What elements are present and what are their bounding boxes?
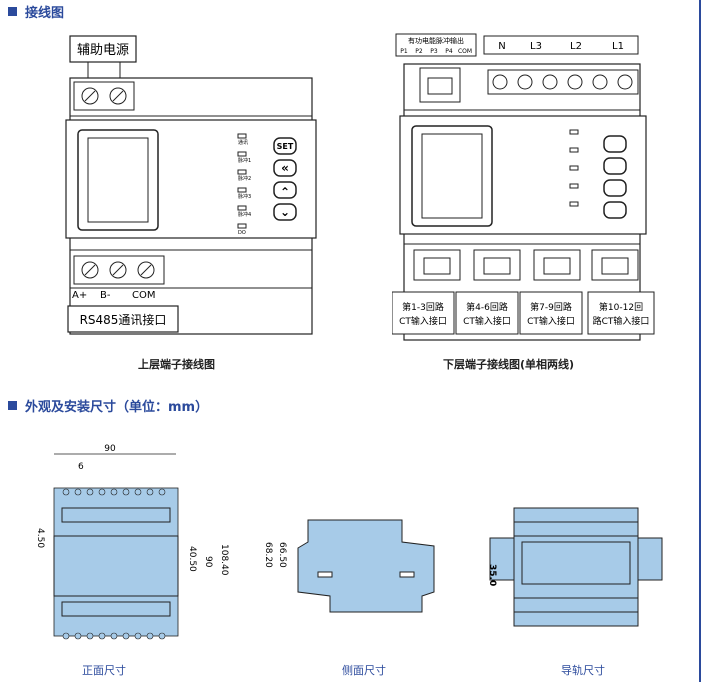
- rs485-term-com: COM: [132, 290, 155, 301]
- up-button-label: ⌃: [280, 185, 290, 199]
- ct-port-label: 第7-9回路: [530, 301, 572, 313]
- dims-section-title: 外观及安装尺寸（单位：mm）: [8, 396, 208, 415]
- dim-right2: 108.40: [219, 544, 229, 576]
- dim-mid: 40.50: [187, 546, 197, 572]
- voltage-term-l2: L2: [570, 41, 582, 52]
- ct-port-label: 路CT输入接口: [593, 315, 650, 327]
- voltage-term-l1: L1: [612, 41, 624, 52]
- indicator-label: 脉冲2: [238, 175, 251, 182]
- ct-port-label: CT输入接口: [399, 315, 447, 327]
- ct-port-label: 第10-12回: [599, 301, 643, 313]
- lower-wiring-diagram: 有功电能脉冲输出 P1 P2 P3 P4 COM N L3 L2 L1: [392, 33, 655, 341]
- down-button-label: ⌄: [280, 205, 290, 219]
- indicator-label: 脉冲4: [238, 211, 251, 218]
- dim-left: 4.50: [35, 528, 45, 548]
- upper-wiring-diagram: 辅助电源 通讯 脉冲1 脉冲2 脉冲3 脉冲4 DO SET « ⌃ ⌄ A+ …: [65, 35, 317, 335]
- dims-title-text: 外观及安装尺寸（单位：mm）: [25, 400, 209, 415]
- ct-port-label: 第1-3回路: [402, 301, 444, 313]
- ct-port-label: 第4-6回路: [466, 301, 508, 313]
- dim-h2: 66.50: [277, 542, 287, 568]
- indicator-label: 脉冲3: [238, 193, 251, 200]
- side-dimension-drawing: 68.20 66.50: [263, 519, 435, 613]
- section-marker-icon: [8, 7, 17, 16]
- indicator-label: DO: [238, 230, 246, 236]
- rs485-term-a: A+: [72, 290, 87, 301]
- front-dimension-drawing: 90 6 4.50 40.50 90 108.40: [35, 444, 229, 640]
- lower-caption: 下层端子接线图(单相两线): [443, 358, 575, 371]
- rs485-label: RS485通讯接口: [80, 312, 167, 327]
- pulse-term: P4: [445, 48, 453, 55]
- rail-dimension-drawing: 35.0: [487, 507, 663, 627]
- dim-right1: 90: [203, 556, 213, 568]
- dim-width: 90: [104, 444, 116, 454]
- set-button-label: SET: [277, 142, 294, 151]
- pulse-term: P1: [400, 48, 408, 55]
- pulse-out-label: 有功电能脉冲输出: [408, 36, 464, 45]
- pulse-term: P2: [415, 48, 423, 55]
- wiring-title-text: 接线图: [25, 6, 65, 21]
- page-edge-bar: [699, 0, 701, 682]
- wiring-section-title: 接线图: [8, 2, 64, 21]
- side-caption: 侧面尺寸: [342, 664, 386, 677]
- voltage-term-l3: L3: [530, 41, 542, 52]
- aux-power-label: 辅助电源: [77, 43, 129, 58]
- section-marker-icon: [8, 401, 17, 410]
- rail-caption: 导轨尺寸: [561, 664, 605, 677]
- dim-small: 6: [78, 462, 84, 472]
- left-button-label: «: [281, 161, 289, 175]
- pulse-term: COM: [458, 48, 472, 55]
- ct-port-label: CT输入接口: [463, 315, 511, 327]
- indicator-label: 通讯: [238, 139, 248, 146]
- dim-h1: 68.20: [263, 542, 273, 568]
- rs485-term-b: B-: [100, 290, 111, 301]
- indicator-label: 脉冲1: [238, 157, 251, 164]
- dim-rail: 35.0: [487, 564, 497, 586]
- voltage-term-n: N: [498, 41, 505, 52]
- upper-caption: 上层端子接线图: [138, 358, 215, 371]
- pulse-term: P3: [430, 48, 438, 55]
- front-caption: 正面尺寸: [82, 664, 126, 677]
- ct-port-label: CT输入接口: [527, 315, 575, 327]
